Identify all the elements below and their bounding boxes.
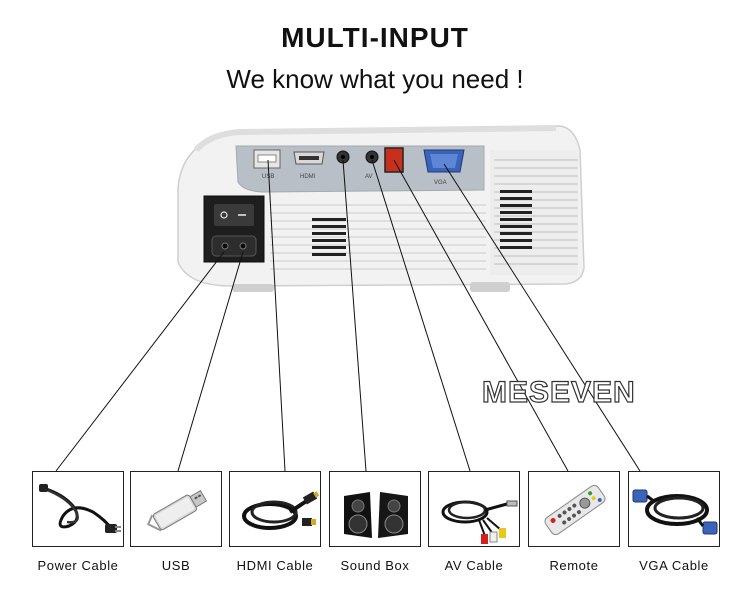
vga-port-label: VGA [434,180,447,186]
caption-usb: USB [161,558,191,573]
power-switch-socket [203,195,265,263]
hdmi-port-label: HDMI [300,174,316,180]
av-port [365,150,379,164]
accessory-box-hdmi [229,471,321,547]
page-subtitle: We know what you need ! [226,64,524,94]
caption-power-cable: Power Cable [37,558,119,573]
speaker-icon [344,492,408,538]
accessory-box-remote [528,471,620,547]
usb-drive-icon [146,489,208,532]
accessory-box-power [32,471,124,547]
accessory-box-usb [130,471,222,547]
av-port-label: AV [365,174,373,180]
page-title: MULTI-INPUT [281,22,469,53]
power-cable-icon [39,484,121,533]
brand-watermark: MESEVEN [481,375,636,409]
accessory-box-vga [628,471,720,547]
vga-port [423,149,465,173]
caption-vga-cable: VGA Cable [639,558,709,573]
vga-cable-icon [632,489,718,535]
caption-av-cable: AV Cable [444,558,504,573]
accessory-box-sound [329,471,421,547]
hdmi-cable-icon [242,491,320,530]
av-cable-icon [441,500,518,544]
connector-lines [55,159,641,472]
caption-remote: Remote [549,558,599,573]
usb-port [253,149,281,169]
usb-port-label: USB [262,174,274,180]
remote-control-icon [544,484,606,536]
hdmi-port [293,151,325,165]
caption-hdmi-cable: HDMI Cable [236,558,314,573]
caption-sound-box: Sound Box [340,558,410,573]
accessory-box-av [428,471,520,547]
